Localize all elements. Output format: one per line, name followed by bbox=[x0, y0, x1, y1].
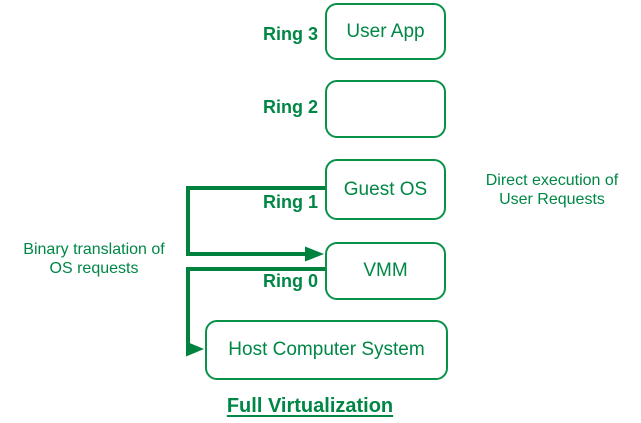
vmm-arrowhead-icon bbox=[305, 246, 324, 262]
ring-2-label: Ring 2 bbox=[262, 97, 318, 117]
ring-1-label: Ring 1 bbox=[262, 192, 318, 212]
ring-0-label: Ring 0 bbox=[262, 271, 318, 291]
host-arrowhead-icon bbox=[186, 341, 204, 357]
user-app-box: User App bbox=[325, 3, 446, 60]
direct-execution-annotation: Direct execution of User Requests bbox=[485, 172, 619, 208]
ring-2-empty-box bbox=[325, 80, 446, 138]
binary-translation-annotation: Binary translation of OS requests bbox=[23, 241, 165, 277]
host-computer-system-box: Host Computer System bbox=[205, 320, 448, 380]
vmm-box: VMM bbox=[325, 242, 446, 300]
guest-os-box: Guest OS bbox=[325, 159, 446, 220]
ring-3-label: Ring 3 bbox=[262, 24, 318, 44]
diagram-caption: Full Virtualization bbox=[226, 395, 394, 417]
